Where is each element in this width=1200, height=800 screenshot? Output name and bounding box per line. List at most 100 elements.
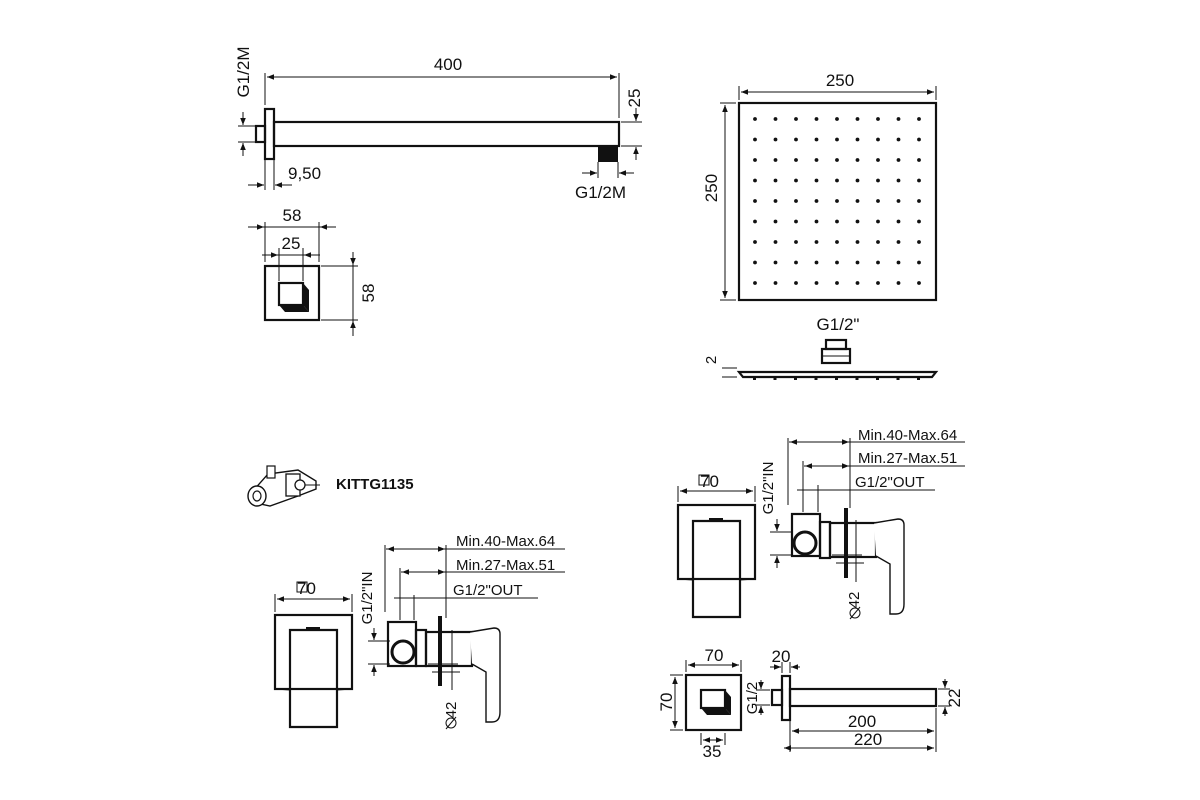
nozzle-dot — [835, 178, 839, 183]
nozzle-dot — [814, 158, 819, 162]
mixer-left-side-view: 70 Min.40-Max.64 Min.27-Max.51 G1/2"OUT … — [273, 533, 565, 730]
nozzle-dot — [876, 281, 880, 285]
nozzle-dot — [753, 137, 757, 142]
mixer-left-inlet: G1/2"IN — [359, 572, 376, 625]
spout-views: 70 70 35 20 G1/2 22 200 220 — [657, 646, 964, 761]
mixer-left-diameter: 42 — [443, 702, 460, 719]
nozzle-dot — [835, 199, 839, 203]
nozzle-dot — [876, 199, 880, 203]
mixer-left-plate-label: 70 — [297, 579, 316, 598]
nozzle-dot — [835, 260, 839, 265]
head-thickness-label: 2 — [703, 356, 720, 364]
nozzle-dot — [855, 178, 860, 183]
nozzle-dot — [896, 117, 901, 121]
nozzle-dot — [855, 219, 860, 224]
nozzle-dot — [794, 117, 798, 121]
nozzle-dot — [814, 260, 819, 265]
nozzle-dot — [753, 260, 757, 265]
nozzle-dot — [876, 158, 880, 162]
nozzle-dot — [773, 281, 778, 285]
nozzle-dot — [773, 260, 778, 265]
mixer-left-depth-min: Min.27-Max.51 — [456, 557, 555, 574]
nozzle-dot — [876, 260, 880, 265]
nozzle-dot — [794, 281, 798, 285]
nozzle-dot — [773, 178, 778, 183]
nozzle-dot — [896, 260, 901, 265]
mixer-right-outlet: G1/2"OUT — [855, 474, 925, 491]
nozzle-dot — [814, 137, 819, 142]
nozzle-dot — [896, 199, 901, 203]
nozzle-dot — [917, 117, 921, 121]
nozzle-dot — [753, 240, 757, 244]
nozzle-pin — [753, 377, 756, 380]
nozzle-dot — [896, 158, 901, 162]
shower-head-top-view: 250 250 — [702, 71, 938, 302]
nozzle-dot — [794, 260, 798, 265]
nozzle-dot — [876, 240, 880, 244]
nozzle-dot — [773, 199, 778, 203]
flange-inner-label: 25 — [282, 234, 301, 253]
nozzle-dot — [794, 240, 798, 244]
nozzle-pin — [896, 377, 900, 380]
flange-width-label: 58 — [283, 206, 302, 225]
shower-head-side-view: G1/2" 2 — [703, 315, 939, 380]
mixer-right-depth-max: Min.40-Max.64 — [858, 427, 957, 444]
nozzle-dot — [896, 281, 901, 285]
nozzle-dot — [835, 117, 839, 121]
nozzle-dot — [917, 178, 921, 183]
nozzle-dot — [814, 281, 819, 285]
nozzle-pin — [917, 377, 920, 380]
nozzle-dot — [917, 219, 921, 224]
spout-collar-label: 20 — [772, 647, 791, 666]
shower-arm-side-view: 400 25 G1/2M 9,50 G1/2M — [234, 46, 644, 202]
nozzle-dot — [773, 240, 778, 244]
arm-length-label: 400 — [434, 55, 462, 74]
nozzle-dot — [876, 117, 880, 121]
nozzle-dot — [896, 137, 901, 142]
nozzle-dot — [753, 158, 757, 162]
mixer-right-depth-min: Min.27-Max.51 — [858, 450, 957, 467]
nozzle-dot — [835, 137, 839, 142]
nozzle-dot — [773, 137, 778, 142]
nozzle-grid — [753, 117, 921, 285]
nozzle-dot — [896, 219, 901, 224]
nozzle-dot — [753, 199, 757, 203]
kit-cartridge-icon — [247, 465, 320, 507]
nozzle-dot — [753, 117, 757, 121]
nozzle-dot — [917, 240, 921, 244]
nozzle-dot — [794, 178, 798, 183]
head-height-label: 250 — [702, 174, 721, 202]
nozzle-dot — [835, 158, 839, 162]
spout-thread-label: G1/2 — [744, 682, 761, 715]
nozzle-dot — [794, 219, 798, 224]
nozzle-dot — [855, 137, 860, 142]
nozzle-dot — [917, 199, 921, 203]
nozzle-pin — [794, 377, 797, 380]
nozzle-dot — [773, 117, 778, 121]
nozzle-dot — [794, 158, 798, 162]
arm-height-label: 25 — [625, 89, 644, 108]
nozzle-dot — [773, 219, 778, 224]
nozzle-dot — [835, 219, 839, 224]
nozzle-dot — [917, 158, 921, 162]
nozzle-dot — [753, 219, 757, 224]
nozzle-dot — [835, 281, 839, 285]
nozzle-pin — [855, 377, 859, 380]
nozzle-dot — [814, 219, 819, 224]
nozzle-dot — [794, 199, 798, 203]
mixer-left-depth-max: Min.40-Max.64 — [456, 533, 555, 550]
spout-inner-label: 35 — [703, 742, 722, 761]
head-width-label: 250 — [826, 71, 854, 90]
nozzle-dot — [896, 178, 901, 183]
nozzle-dot — [855, 281, 860, 285]
nozzle-dot — [794, 137, 798, 142]
nozzle-dot — [917, 260, 921, 265]
nozzle-dot — [753, 178, 757, 183]
nozzle-dot — [855, 199, 860, 203]
nozzle-dot — [814, 178, 819, 183]
nozzle-dot — [876, 178, 880, 183]
nozzle-pin — [835, 377, 838, 380]
mixer-right-side-view: 70 Min.40-Max.64 Min.27-Max.51 G1/2"OUT … — [676, 427, 965, 620]
nozzle-dot — [855, 240, 860, 244]
nozzle-pin — [876, 377, 879, 380]
